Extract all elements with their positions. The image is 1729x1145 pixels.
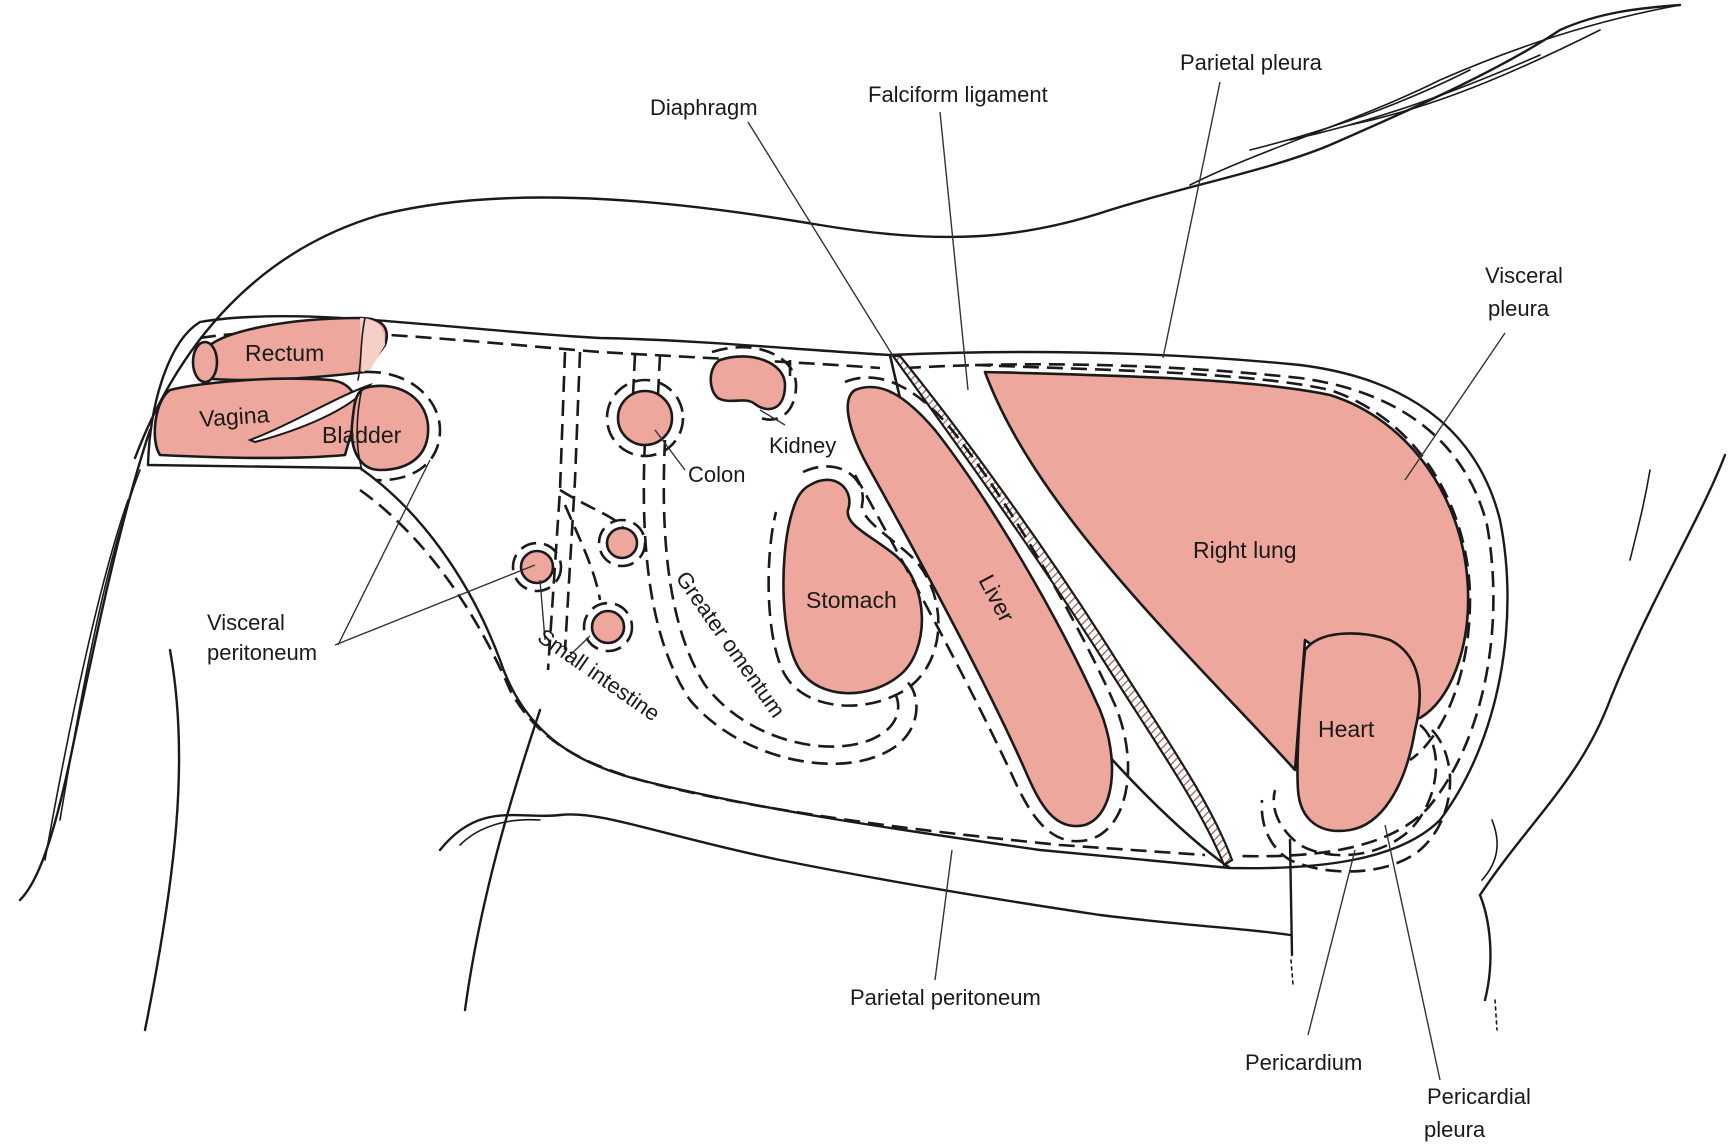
colon-label: Colon [688,462,745,487]
colon-shape [618,391,672,445]
stomach-label: Stomach [806,587,897,613]
visceral-pleura-label-1: Visceral [1485,263,1563,288]
rectum-label: Rectum [245,340,324,366]
vagina-label: Vagina [199,401,271,432]
right-lung-label: Right lung [1193,537,1297,563]
diaphragm-label: Diaphragm [650,95,758,120]
visceral-pleura-label-2: pleura [1488,296,1550,321]
intestine-loop-3 [592,611,624,643]
bladder-label: Bladder [322,422,402,448]
pericardium-label: Pericardium [1245,1050,1362,1075]
body-outline [20,5,1725,1030]
visceral-peritoneum-label-1: Visceral [207,610,285,635]
falciform-ligament-label: Falciform ligament [868,82,1048,107]
intestine-loop-1 [521,551,553,583]
parietal-peritoneum-label: Parietal peritoneum [850,985,1041,1010]
parietal-pleura-label: Parietal pleura [1180,50,1323,75]
rectum-end [193,342,217,382]
heart-label: Heart [1318,716,1375,742]
pericardial-pleura-label-2: pleura [1424,1117,1486,1142]
visceral-peritoneum-label-2: peritoneum [207,640,317,665]
pericardial-pleura-label-1: Pericardial [1427,1084,1531,1109]
intestine-loop-2 [607,528,637,558]
kidney-label: Kidney [769,433,836,458]
kidney-shape [711,356,785,409]
